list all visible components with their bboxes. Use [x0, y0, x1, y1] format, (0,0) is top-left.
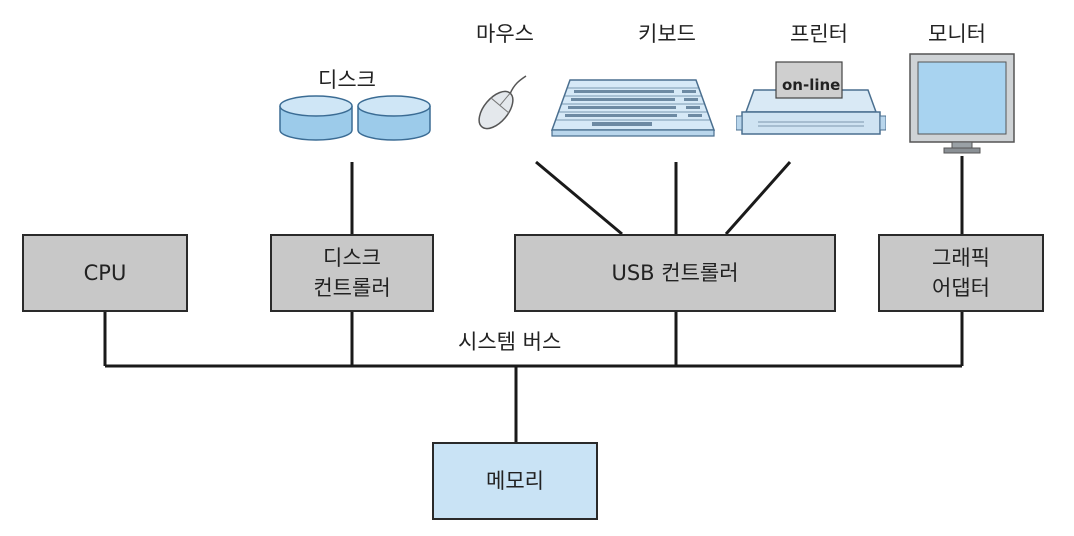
memory-box: 메모리	[432, 442, 598, 520]
disk-controller-label-line2: 컨트롤러	[313, 276, 391, 300]
memory-label: 메모리	[486, 469, 544, 493]
graphics-adapter-box: 그래픽 어댑터	[878, 234, 1044, 312]
usb-controller-box: USB 컨트롤러	[514, 234, 836, 312]
keyboard-label: 키보드	[638, 22, 696, 46]
printer-link	[724, 161, 792, 235]
disk-icon	[279, 95, 431, 141]
system-bus-label: 시스템 버스	[452, 326, 568, 356]
usb-controller-label: USB 컨트롤러	[611, 261, 739, 285]
graphics-adapter-label-line1: 그래픽	[932, 246, 990, 270]
disk-controller-box: 디스크 컨트롤러	[270, 234, 434, 312]
mouse-link	[535, 160, 623, 236]
monitor-label: 모니터	[928, 22, 986, 46]
printer-panel-label: on-line	[782, 76, 841, 94]
mouse-icon	[478, 75, 527, 130]
cpu-label: CPU	[83, 261, 127, 285]
disk-controller-label-line1: 디스크	[323, 246, 381, 270]
monitor-icon	[909, 53, 1015, 154]
mouse-label: 마우스	[476, 22, 534, 46]
graphics-adapter-label-line2: 어댑터	[932, 276, 990, 300]
disk-label: 디스크	[318, 68, 376, 92]
printer-icon	[736, 61, 886, 135]
keyboard-icon	[550, 79, 716, 137]
printer-label: 프린터	[790, 22, 848, 46]
cpu-box: CPU	[22, 234, 188, 312]
